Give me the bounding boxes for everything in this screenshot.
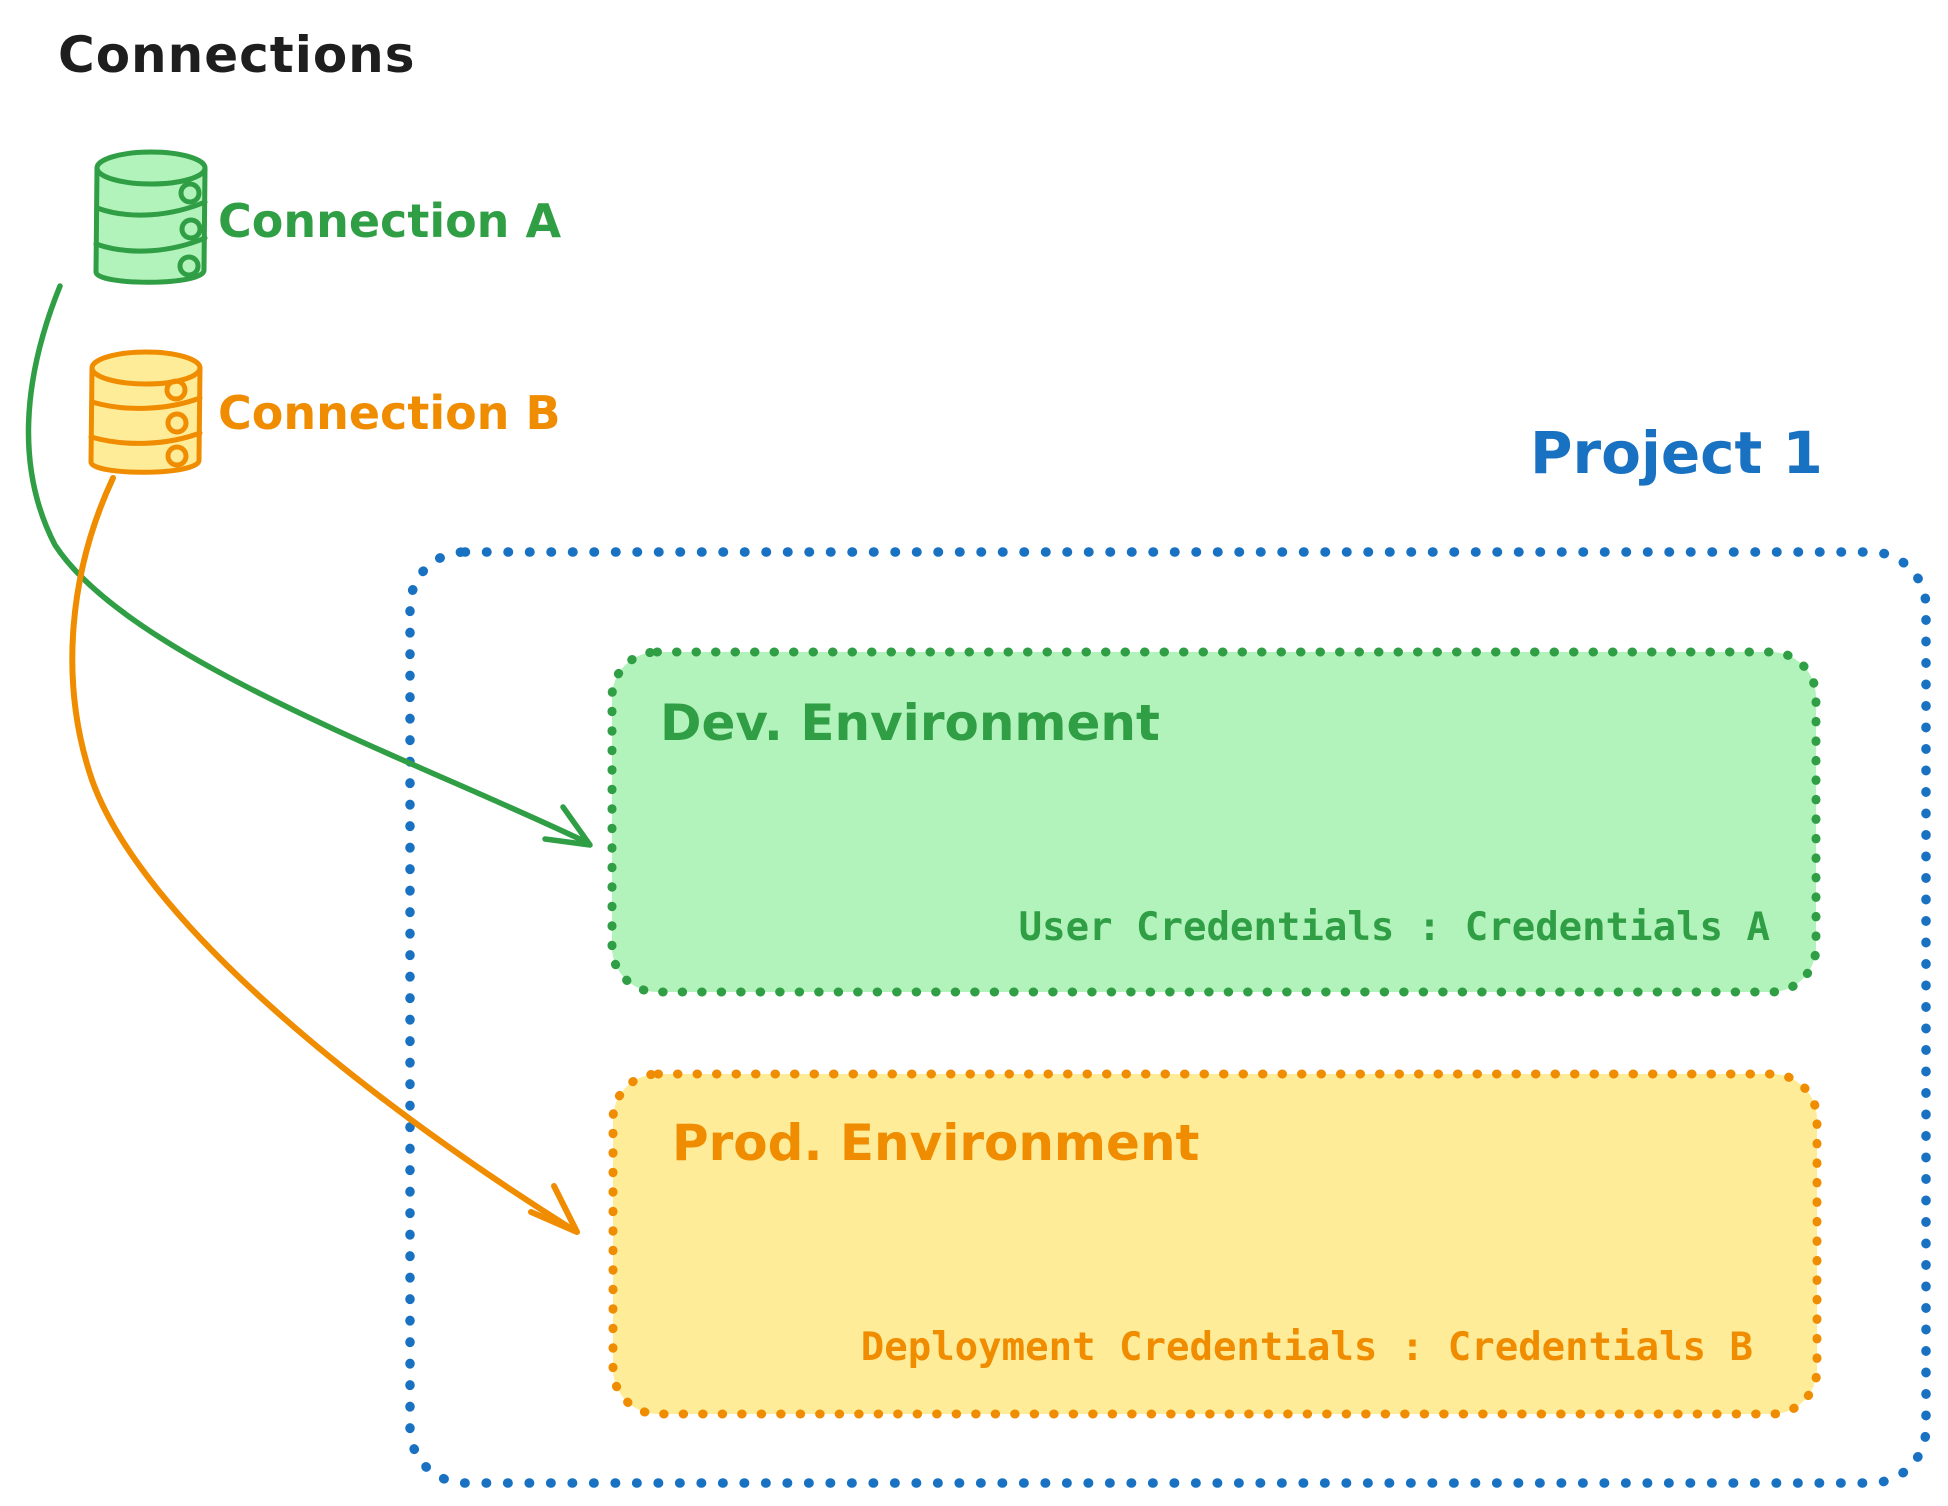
connection-a-to-dev-arrow	[25, 283, 593, 848]
arrow-shaft	[25, 283, 591, 846]
project-1-title: Project 1	[1530, 419, 1823, 487]
dev-environment-title: Dev. Environment	[660, 694, 1160, 752]
dev-environment-credentials: User Credentials : Credentials A	[1018, 905, 1770, 950]
arrowhead	[528, 1183, 580, 1235]
database-band	[94, 199, 208, 218]
dev-environment-box	[607, 647, 1821, 997]
database-dot	[177, 254, 201, 278]
database-band	[93, 235, 208, 254]
arrow-shaft	[69, 475, 578, 1234]
arrowhead	[542, 804, 593, 848]
prod-environment-title: Prod. Environment	[672, 1114, 1200, 1172]
database-top	[94, 149, 208, 187]
database-body	[93, 165, 208, 285]
connection-b-to-prod-arrow	[69, 475, 580, 1235]
database-dot	[179, 217, 203, 241]
connection-b-label: Connection B	[218, 386, 561, 440]
database-top	[89, 349, 203, 387]
database-dot	[178, 181, 202, 205]
prod-environment-credentials: Deployment Credentials : Credentials B	[860, 1325, 1753, 1370]
connections-title: Connections	[58, 26, 416, 84]
database-band	[89, 395, 203, 411]
database-band	[88, 430, 203, 446]
connection-b-database-icon	[88, 349, 203, 475]
connection-a-label: Connection A	[218, 194, 562, 248]
database-dot	[165, 411, 189, 435]
database-dot	[164, 378, 188, 402]
project-1-container-box	[405, 547, 1931, 1488]
connection-a-database-icon	[93, 149, 208, 285]
prod-environment-box	[608, 1069, 1822, 1419]
database-dot	[165, 444, 189, 468]
